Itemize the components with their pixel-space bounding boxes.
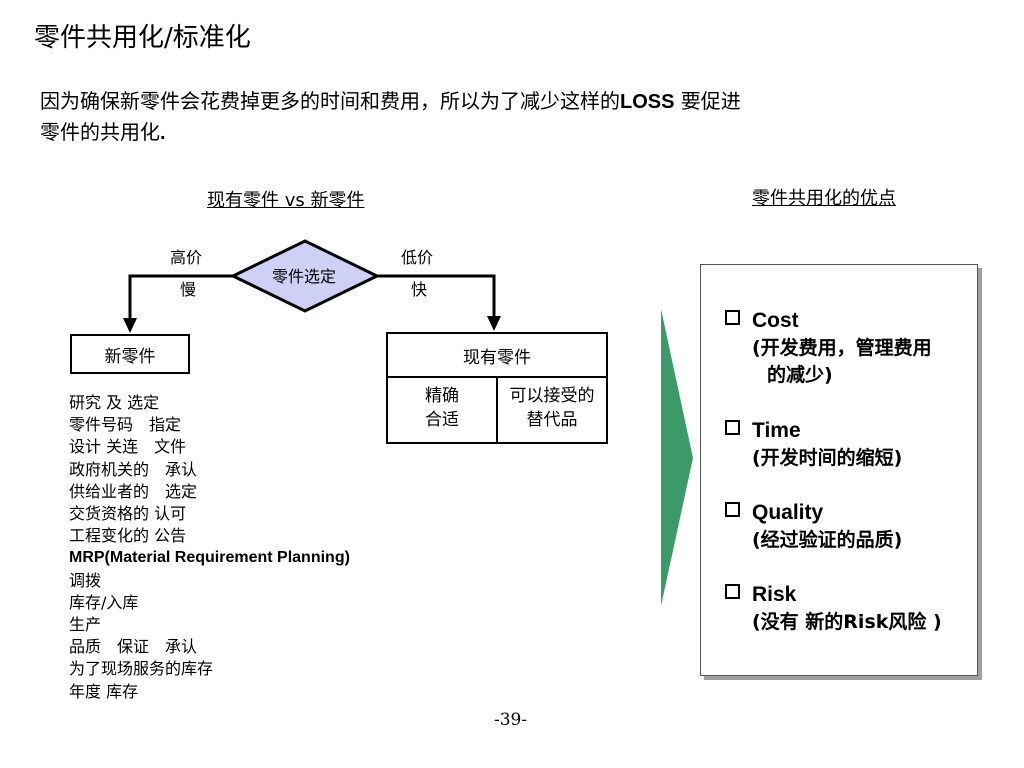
decision-label: 零件选定 [272, 267, 337, 286]
existing-part-box: 现有零件 精确 合适 可以接受的 替代品 [386, 332, 608, 444]
list-item: 库存/入库 [69, 592, 139, 612]
list-item-mrp: MRP(Material Requirement Planning) [69, 549, 350, 567]
existing-option-substitute-line1: 可以接受的 [509, 386, 595, 406]
benefit-risk-name: Risk [752, 583, 797, 606]
decision-diamond [229, 239, 381, 313]
benefit-cost-detail-line2: 的减少) [767, 364, 833, 386]
list-item: 零件号码 指定 [69, 415, 182, 435]
left-speed-label: 慢 [180, 280, 197, 299]
list-item: 品质 保证 承认 [69, 637, 198, 657]
benefit-cost-detail-line1: (开发费用，管理费用 [752, 337, 932, 359]
page-number: -39- [494, 710, 528, 730]
left-price-label: 高价 [170, 248, 203, 267]
right-speed-label: 快 [411, 280, 428, 299]
right-price-label: 低价 [401, 248, 434, 267]
list-item: 设计 关连 文件 [69, 437, 187, 457]
list-item: 调拨 [69, 570, 102, 590]
benefit-quality: Quality (经过验证的品质) [725, 499, 902, 554]
green-chevron-arrow [661, 309, 693, 606]
existing-option-exact: 精确 合适 [388, 378, 498, 444]
list-item: 交货资格的 认可 [69, 504, 187, 524]
new-part-label: 新零件 [104, 346, 156, 367]
existing-option-exact-line2: 合适 [425, 410, 459, 430]
intro-line2-dot: . [160, 122, 166, 144]
checkbox-icon [725, 584, 740, 599]
benefit-risk: Risk (没有 新的Risk风险 ) [725, 581, 942, 636]
benefit-cost-name: Cost [752, 309, 799, 332]
existing-part-label: 现有零件 [463, 347, 531, 368]
benefit-time: Time (开发时间的缩短) [725, 417, 902, 472]
existing-option-substitute: 可以接受的 替代品 [498, 378, 606, 444]
list-item: 生产 [69, 615, 102, 635]
checkbox-icon [725, 310, 740, 325]
comparison-heading: 现有零件 vs 新零件 [207, 190, 365, 211]
arrow-head-right [487, 316, 501, 331]
existing-option-exact-line1: 精确 [425, 386, 459, 406]
benefit-quality-name: Quality [752, 501, 824, 524]
list-item: 供给业者的 选定 [69, 481, 198, 501]
list-item: 为了现场服务的库存 [69, 659, 214, 679]
new-part-box: 新零件 [70, 334, 190, 374]
benefit-time-detail: (开发时间的缩短) [752, 447, 903, 469]
intro-paragraph: 因为确保新零件会花费掉更多的时间和费用，所以为了减少这样的LOSS 要促进 零件… [40, 86, 970, 148]
checkbox-icon [725, 420, 740, 435]
benefit-time-name: Time [752, 419, 801, 442]
intro-loss: LOSS [620, 91, 675, 113]
arrow-to-existing-part [377, 274, 496, 323]
benefits-box: Cost (开发费用，管理费用 的减少) Time (开发时间的缩短) Qual… [700, 264, 978, 676]
benefits-heading: 零件共用化的优点 [752, 188, 896, 209]
benefit-cost: Cost (开发费用，管理费用 的减少) [725, 307, 932, 389]
benefit-quality-detail: (经过验证的品质) [752, 529, 903, 551]
list-item: 工程变化的 公告 [69, 526, 187, 546]
list-item: 年度 库存 [69, 681, 139, 701]
list-item: 政府机关的 承认 [69, 459, 198, 479]
intro-line1-post: 要促进 [674, 89, 741, 113]
arrow-head-left [123, 318, 137, 333]
benefit-risk-detail: (没有 新的Risk风险 ) [752, 611, 942, 633]
existing-option-substitute-line2: 替代品 [526, 410, 578, 430]
existing-part-options: 精确 合适 可以接受的 替代品 [388, 378, 606, 444]
arrow-to-new-part [128, 274, 233, 325]
new-part-steps-list: 研究 及 选定 零件号码 指定 设计 关连 文件 政府机关的 承认 供给业者的 … [69, 392, 350, 703]
intro-line2-pre: 零件的共用化 [40, 120, 160, 144]
checkbox-icon [725, 502, 740, 517]
existing-part-header: 现有零件 [388, 334, 606, 378]
list-item: 研究 及 选定 [69, 393, 160, 412]
page-title: 零件共用化/标准化 [34, 23, 251, 53]
intro-line1-pre: 因为确保新零件会花费掉更多的时间和费用，所以为了减少这样的 [40, 89, 620, 113]
